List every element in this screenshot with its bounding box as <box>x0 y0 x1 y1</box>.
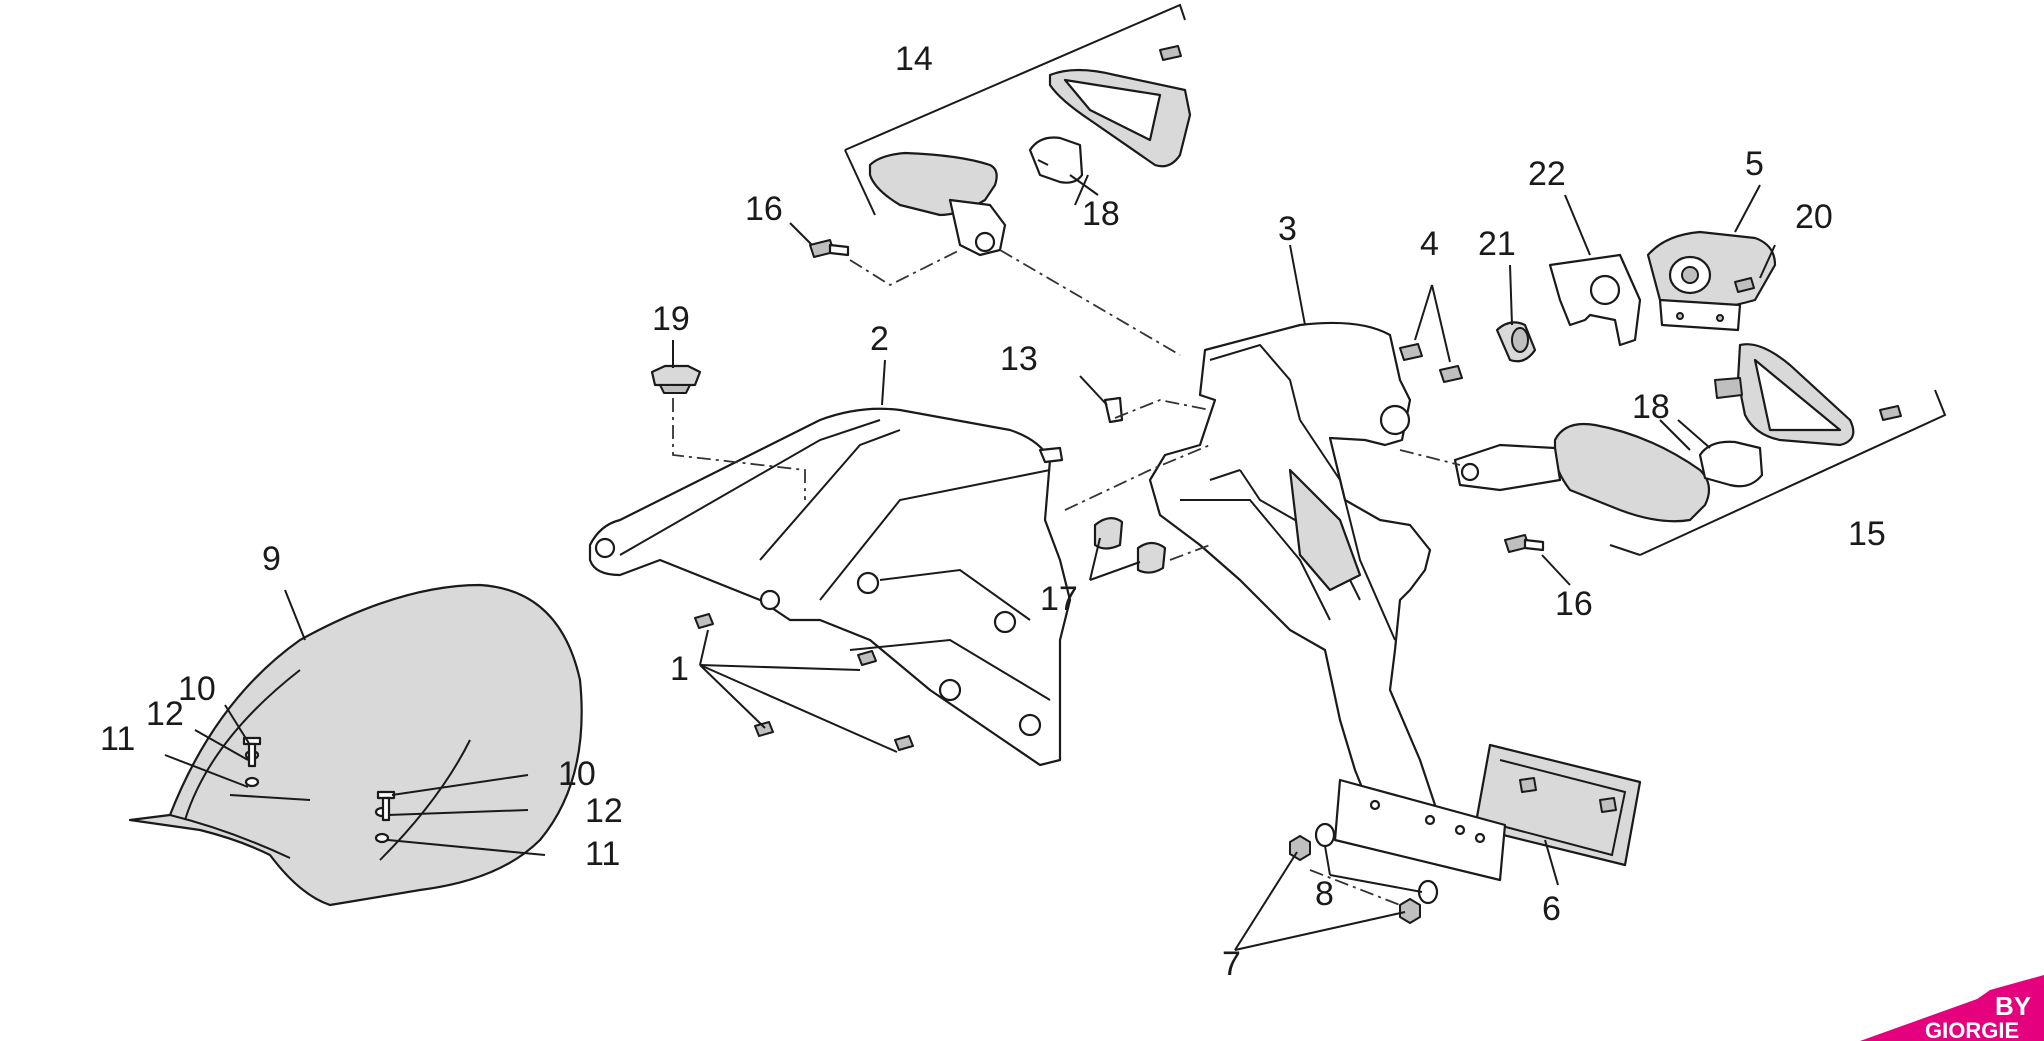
part-20-screw <box>1734 277 1755 293</box>
callout-18-right: 18 <box>1632 388 1670 426</box>
callout-10-left: 10 <box>178 670 216 708</box>
callout-10-right: 10 <box>558 755 596 793</box>
callout-4: 4 <box>1420 225 1439 263</box>
part-17-rubbers <box>1093 517 1167 574</box>
callout-16-right: 16 <box>1555 585 1593 623</box>
part-9-rear-hugger <box>128 583 583 907</box>
callout-15: 15 <box>1848 515 1886 553</box>
callout-3: 3 <box>1278 210 1297 248</box>
callout-12-right: 12 <box>585 792 623 830</box>
callout-8: 8 <box>1315 875 1334 913</box>
callout-16-left: 16 <box>745 190 783 228</box>
part-16-bolt-left <box>809 239 850 258</box>
part-1-bolts <box>694 613 914 751</box>
part-5-tail-light <box>1646 230 1777 332</box>
callout-21: 21 <box>1478 225 1516 263</box>
callout-20: 20 <box>1795 198 1833 236</box>
callout-22: 22 <box>1528 155 1566 193</box>
part-6-reflector <box>1473 743 1642 867</box>
part-8-washers <box>1314 822 1439 905</box>
part-22-cover <box>1548 253 1642 347</box>
part-19-plug <box>650 364 702 394</box>
callout-18-top: 18 <box>1082 195 1120 233</box>
callout-19: 19 <box>652 300 690 338</box>
part-15-right-indicator <box>1453 343 1902 523</box>
callout-6: 6 <box>1542 890 1561 928</box>
part-2-rear-frame <box>588 407 1072 767</box>
callout-9: 9 <box>262 540 281 578</box>
plate-holder-plate <box>1333 778 1507 882</box>
callout-1: 1 <box>670 650 689 688</box>
callout-17: 17 <box>1040 580 1078 618</box>
callout-14: 14 <box>895 40 933 78</box>
part-4-screws <box>1399 343 1463 383</box>
callout-12-left: 12 <box>146 695 184 733</box>
callout-5: 5 <box>1745 145 1764 183</box>
callout-11-right: 11 <box>585 835 620 873</box>
by-giorgie-logo: BY GIORGIE <box>1860 975 2044 1041</box>
part-16-bolt-right <box>1504 534 1545 553</box>
logo-line-2: GIORGIE <box>1925 1018 2019 1041</box>
callout-7: 7 <box>1222 945 1241 983</box>
part-10-screw <box>242 736 396 822</box>
part-21-grommet <box>1495 321 1537 363</box>
callout-11-left: 11 <box>100 720 135 758</box>
logo-line-1: BY <box>1995 991 2031 1021</box>
part-14-left-indicator <box>868 45 1192 257</box>
part-3-plate-holder <box>1148 321 1442 837</box>
callout-2: 2 <box>870 320 889 358</box>
callout-13: 13 <box>1000 340 1038 378</box>
part-13-clip <box>1103 396 1124 424</box>
